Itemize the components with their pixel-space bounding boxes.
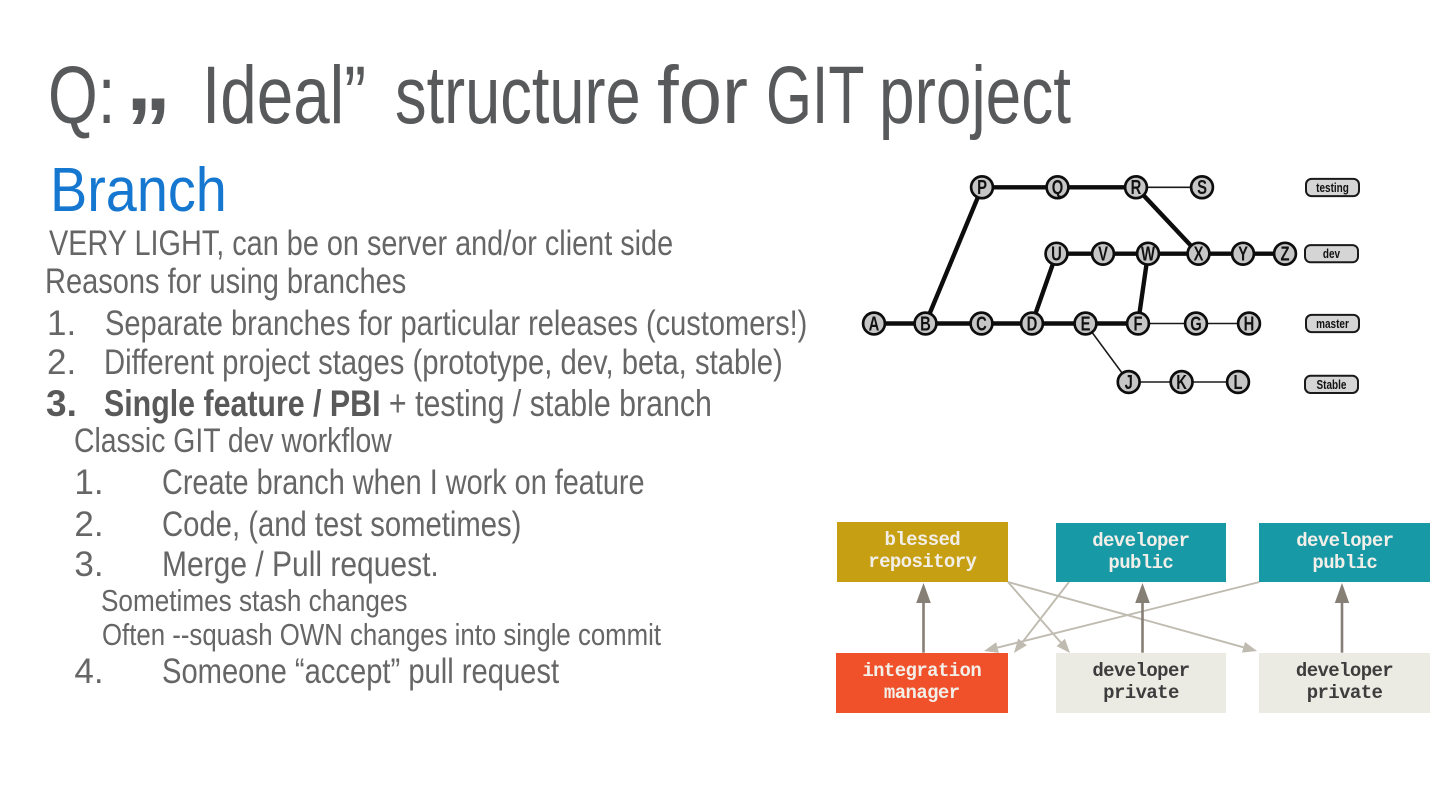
svg-text:E: E <box>1081 312 1091 335</box>
svg-text:Y: Y <box>1238 242 1248 265</box>
svg-text:S: S <box>1197 176 1207 199</box>
svg-text:Z: Z <box>1280 242 1289 265</box>
svg-text:B: B <box>920 312 931 335</box>
svg-text:dev: dev <box>1323 248 1341 261</box>
svg-text:G: G <box>1190 312 1202 335</box>
svg-text:P: P <box>977 176 987 199</box>
svg-text:X: X <box>1194 242 1204 265</box>
svg-text:Stable: Stable <box>1317 379 1347 392</box>
svg-text:H: H <box>1244 312 1255 335</box>
svg-text:Q: Q <box>1052 176 1064 199</box>
svg-text:testing: testing <box>1316 182 1349 195</box>
svg-text:K: K <box>1176 371 1187 394</box>
svg-text:W: W <box>1141 242 1155 265</box>
svg-text:A: A <box>869 312 880 335</box>
svg-text:U: U <box>1051 242 1062 265</box>
svg-text:J: J <box>1125 371 1133 394</box>
svg-text:C: C <box>976 312 987 335</box>
svg-text:D: D <box>1027 312 1038 335</box>
svg-text:R: R <box>1131 176 1142 199</box>
svg-text:master: master <box>1316 318 1349 331</box>
svg-text:V: V <box>1098 242 1108 265</box>
svg-text:L: L <box>1233 371 1242 394</box>
svg-text:F: F <box>1133 312 1142 335</box>
